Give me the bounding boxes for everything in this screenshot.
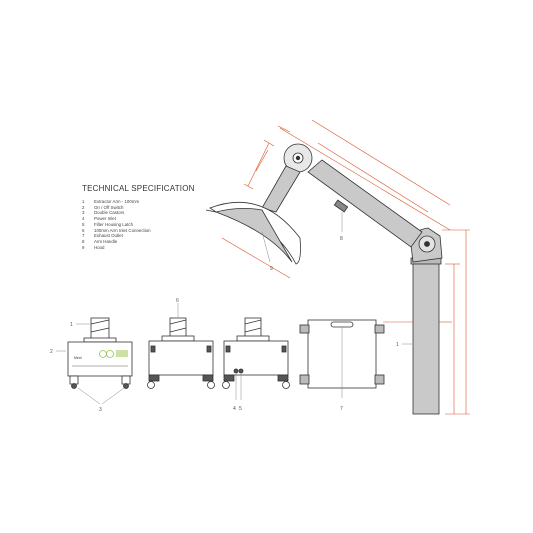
spec-title: TECHNICAL SPECIFICATION	[82, 184, 195, 193]
callout-arm-hood: 9	[270, 266, 273, 272]
front-castor-right	[121, 375, 131, 385]
arm-dimension-lines	[221, 119, 470, 415]
callout-front-castors: 3	[99, 407, 102, 413]
extractor-arm	[205, 143, 443, 415]
rear-castor-left	[223, 374, 235, 382]
rear-power-inlet	[233, 368, 239, 374]
arm-lower-segment	[261, 165, 301, 213]
front-castor-left	[69, 375, 79, 385]
unit-side-view	[147, 317, 215, 389]
arm-vertical-pipe	[412, 261, 440, 415]
side-castor-left	[148, 374, 160, 382]
front-cabinet	[67, 341, 133, 377]
callout-front-switch: 2	[50, 349, 53, 355]
side-cabinet	[148, 340, 214, 376]
callout-front-arm: 1	[70, 322, 73, 328]
callout-top-exhaust: 7	[340, 406, 343, 412]
callout-rear-latch: 5	[239, 406, 242, 412]
top-exhaust-outlet	[330, 321, 354, 328]
side-castor-right	[202, 374, 214, 382]
arm-upper-segment	[307, 159, 423, 248]
arm-callouts	[261, 212, 412, 345]
rear-castor-right	[277, 374, 289, 382]
svg-text:Mext: Mext	[74, 356, 82, 360]
rear-cabinet	[223, 340, 289, 376]
unit-rear-view	[222, 317, 290, 389]
callout-rear-power: 4	[233, 406, 236, 412]
unit-top-view	[299, 319, 385, 398]
callout-arm-handle: 8	[340, 236, 343, 242]
callout-arm-pipe: 1	[396, 342, 399, 348]
callout-side-inlet: 6	[176, 298, 179, 304]
unit-front-view: Mext	[67, 317, 133, 389]
